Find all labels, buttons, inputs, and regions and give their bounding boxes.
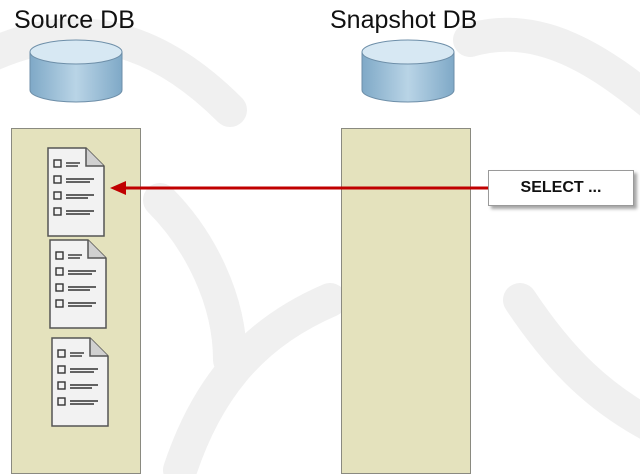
- select-query-box: SELECT ...: [488, 170, 634, 206]
- source-db-title: Source DB: [14, 6, 135, 34]
- document-page-icon: [51, 337, 109, 427]
- select-query-label: SELECT ...: [520, 179, 602, 196]
- snapshot-db-title: Snapshot DB: [330, 6, 478, 34]
- document-page-icon: [47, 147, 105, 237]
- source-database-icon: [29, 39, 123, 103]
- snapshot-database-icon: [361, 39, 455, 103]
- document-page-icon: [49, 239, 107, 329]
- snapshot-db-pages-column: [341, 128, 471, 474]
